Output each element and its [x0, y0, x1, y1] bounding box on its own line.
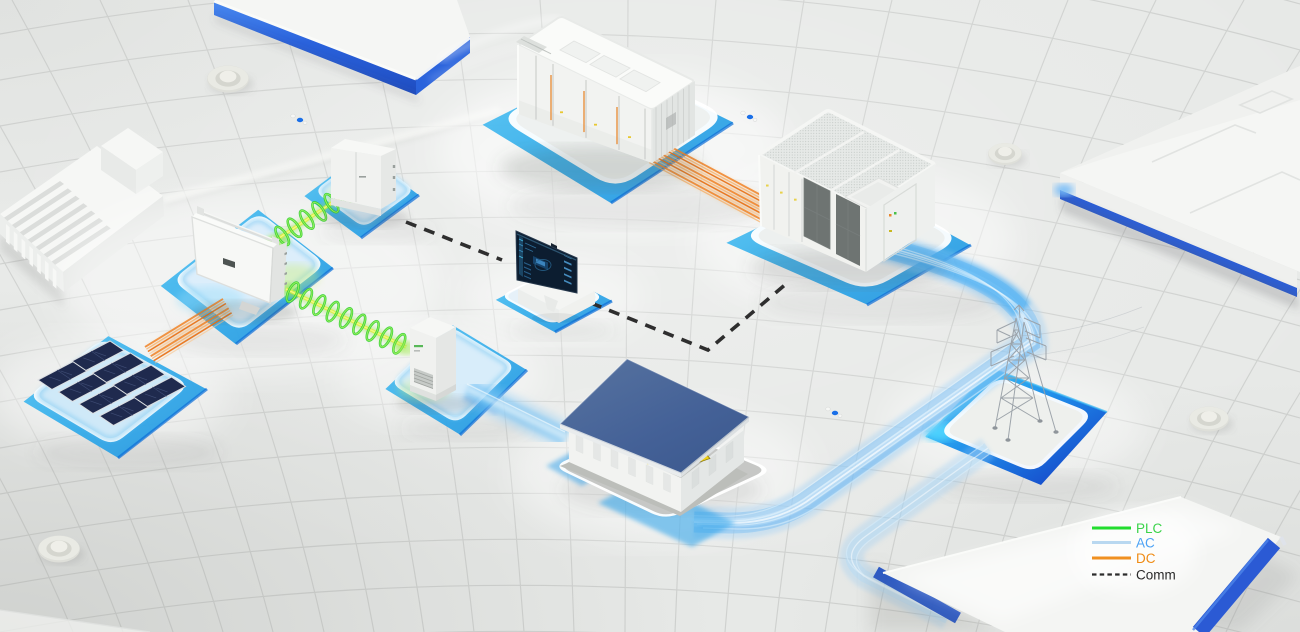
- svg-text:Comm: Comm: [1136, 568, 1176, 583]
- svg-text:PLC: PLC: [1136, 521, 1163, 536]
- svg-text:DC: DC: [1136, 551, 1156, 566]
- svg-text:AC: AC: [1136, 536, 1155, 551]
